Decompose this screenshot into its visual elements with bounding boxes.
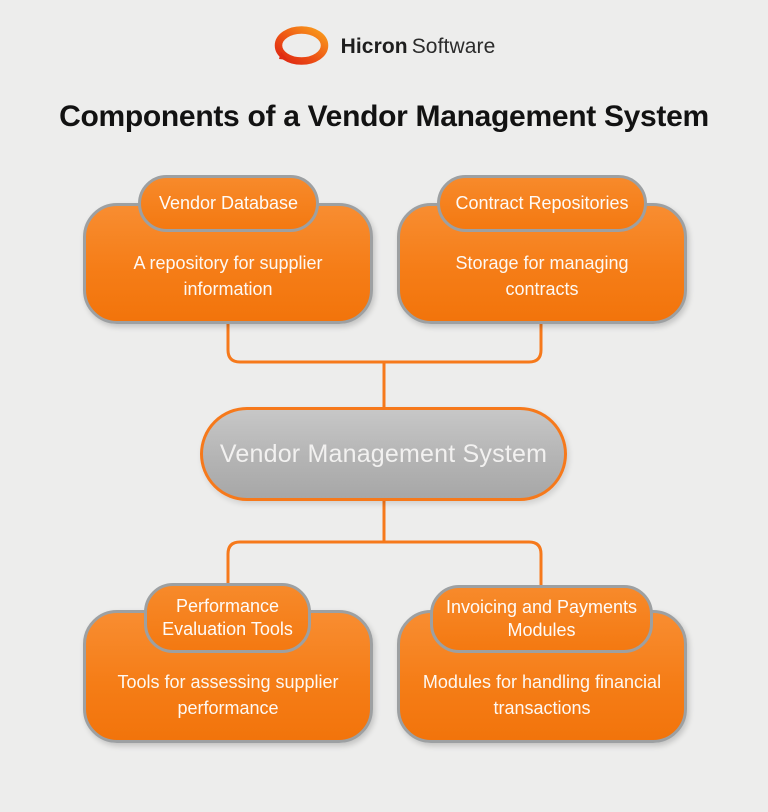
brand-name-bold: Hicron: [340, 35, 408, 58]
node-contract-repositories-title: Contract Repositories: [455, 192, 629, 213]
node-performance-evaluation-tools-header: Performance Evaluation Tools: [144, 583, 311, 653]
node-vendor-database-description: A repository for supplier information: [133, 253, 323, 299]
node-invoicing-payments-modules-title: Invoicing and Payments Modules: [445, 596, 638, 640]
node-vendor-database-header: Vendor Database: [138, 175, 319, 232]
connector-top-bracket: [226, 318, 543, 364]
hicron-logo-icon: [274, 26, 328, 65]
connector-bottom-bracket: [226, 540, 543, 592]
node-contract-repositories-description: Storage for managing contracts: [455, 253, 629, 299]
node-invoicing-payments-modules-description: Modules for handling financial transacti…: [422, 672, 662, 718]
node-contract-repositories-header: Contract Repositories: [437, 175, 647, 232]
node-vendor-management-system-label: Vendor Management System: [219, 439, 548, 468]
node-invoicing-payments-modules-header: Invoicing and Payments Modules: [430, 585, 653, 653]
node-performance-evaluation-tools-description: Tools for assessing supplier performance: [117, 672, 339, 718]
brand-name-light: Software: [411, 35, 496, 58]
node-vendor-management-system: Vendor Management System: [200, 407, 567, 501]
node-vendor-database-title: Vendor Database: [158, 192, 299, 213]
node-performance-evaluation-tools-title: Performance Evaluation Tools: [162, 595, 293, 639]
page-title: Components of a Vendor Management System: [59, 100, 709, 133]
